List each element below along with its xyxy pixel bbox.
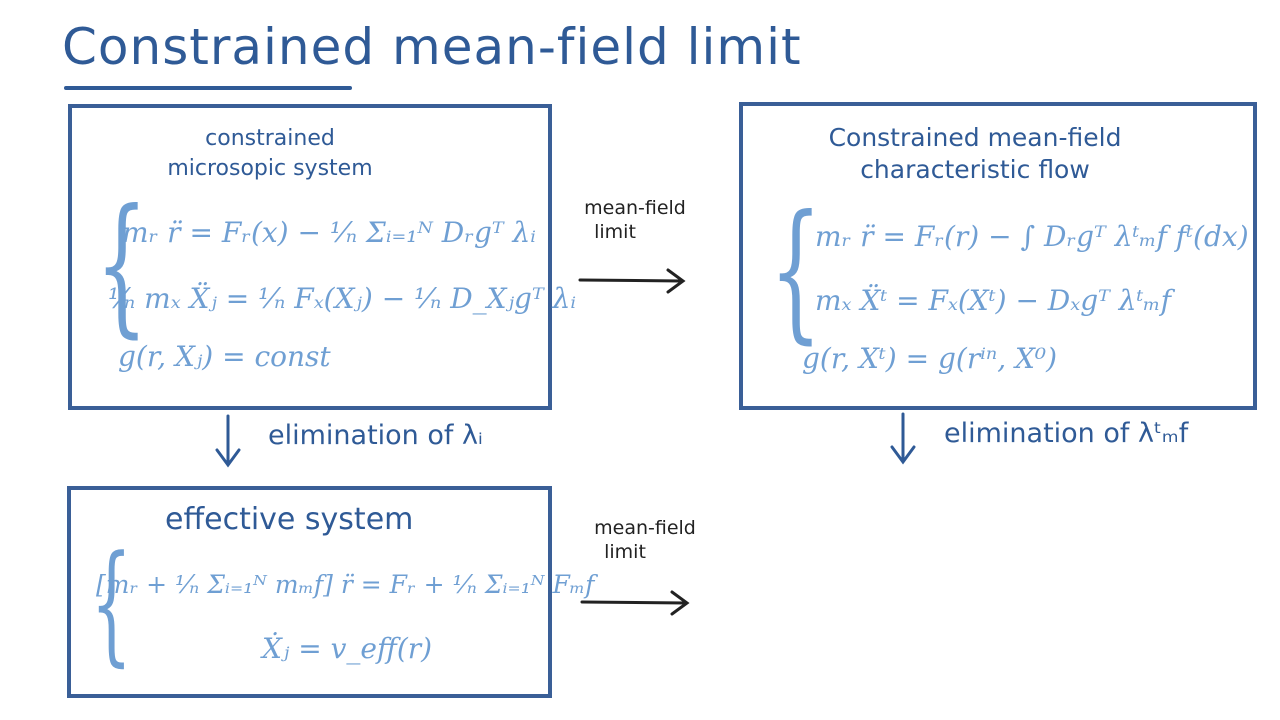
flow-header-line2: characteristic flow bbox=[860, 155, 1090, 184]
micro-eq-3: g(r, Xⱼ) = const bbox=[118, 340, 331, 373]
brace-icon: { bbox=[95, 178, 148, 352]
title-underline bbox=[64, 86, 352, 90]
effective-eq-2: Ẋⱼ = v_eff(r) bbox=[262, 632, 433, 665]
elimination-right-label: elimination of λᵗₘf bbox=[944, 418, 1189, 449]
down-arrow-icon bbox=[890, 412, 916, 465]
effective-header: effective system bbox=[165, 502, 414, 537]
microscopic-header-line1: constrained bbox=[205, 126, 335, 151]
effective-system-box bbox=[67, 486, 552, 698]
flow-header-line1: Constrained mean-field bbox=[828, 123, 1122, 152]
elimination-left-label: elimination of λᵢ bbox=[268, 420, 483, 451]
micro-eq-1: mᵣ r̈ = Fᵣ(x) − ¹⁄ₙ Σᵢ₌₁ᴺ Dᵣgᵀ λᵢ bbox=[122, 216, 536, 249]
brace-icon: { bbox=[90, 527, 133, 679]
bottom-arrow-label: mean-field limit bbox=[580, 516, 710, 564]
right-arrow-icon bbox=[578, 268, 686, 294]
flow-eq-3: g(r, Xᵗ) = g(rⁱⁿ, X⁰) bbox=[802, 342, 1058, 375]
micro-eq-2: ¹⁄ₙ mₓ Ẍⱼ = ¹⁄ₙ Fₓ(Xⱼ) − ¹⁄ₙ D_Xⱼgᵀ λᵢ bbox=[108, 282, 576, 315]
page-title: Constrained mean-field limit bbox=[62, 18, 802, 76]
bottom-arrow-label-line1: mean-field bbox=[594, 517, 696, 539]
bottom-arrow-label-line2: limit bbox=[604, 541, 646, 563]
mean-field-flow-header: Constrained mean-field characteristic fl… bbox=[790, 122, 1160, 186]
mean-field-flow-box bbox=[739, 102, 1257, 410]
brace-icon: { bbox=[769, 184, 822, 358]
microscopic-header-line2: microsopic system bbox=[167, 156, 373, 181]
down-arrow-icon bbox=[215, 414, 241, 468]
flow-eq-1: mᵣ r̈ = Fᵣ(r) − ∫ Dᵣgᵀ λᵗₘf fᵗ(dx) bbox=[815, 220, 1249, 253]
top-arrow-label-line1: mean-field bbox=[584, 197, 686, 219]
top-arrow-label-line2: limit bbox=[594, 221, 636, 243]
top-arrow-label: mean-field limit bbox=[570, 196, 700, 244]
microscopic-header: constrained microsopic system bbox=[150, 124, 390, 184]
right-arrow-icon bbox=[580, 590, 690, 616]
flow-eq-2: mₓ Ẍᵗ = Fₓ(Xᵗ) − Dₓgᵀ λᵗₘf bbox=[815, 284, 1171, 317]
effective-eq-1: [mᵣ + ¹⁄ₙ Σᵢ₌₁ᴺ mₘf] r̈ = Fᵣ + ¹⁄ₙ Σᵢ₌₁ᴺ… bbox=[96, 570, 595, 599]
microscopic-system-box bbox=[68, 104, 552, 410]
